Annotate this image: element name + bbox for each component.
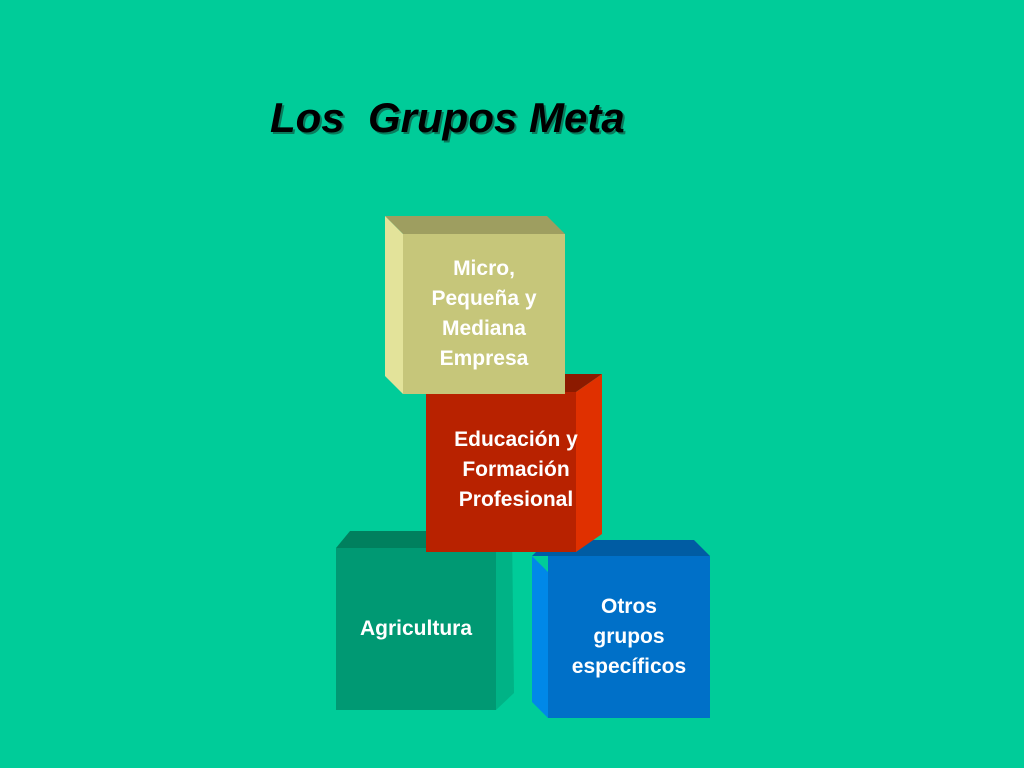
micro-side-face [385, 216, 403, 394]
otros-side-face [532, 556, 548, 718]
educacion-front-face [426, 392, 576, 552]
agricultura-side-face [496, 531, 514, 710]
otros-front-face [548, 556, 710, 718]
block-label-educacion: Educación y Formación Profesional [454, 428, 578, 511]
block-label-agricultura: Agricultura [359, 617, 472, 640]
slide-title: Los Grupos Meta [270, 94, 625, 141]
micro-front-face [403, 234, 565, 394]
micro-top-face [385, 216, 565, 234]
block-label-otros-grupos: Otros grupos específicos [571, 595, 687, 678]
educacion-side-face [576, 374, 602, 552]
agricultura-front-face [336, 548, 496, 710]
block-label-micro-empresa: Micro, Pequeña y Mediana Empresa [431, 257, 537, 370]
